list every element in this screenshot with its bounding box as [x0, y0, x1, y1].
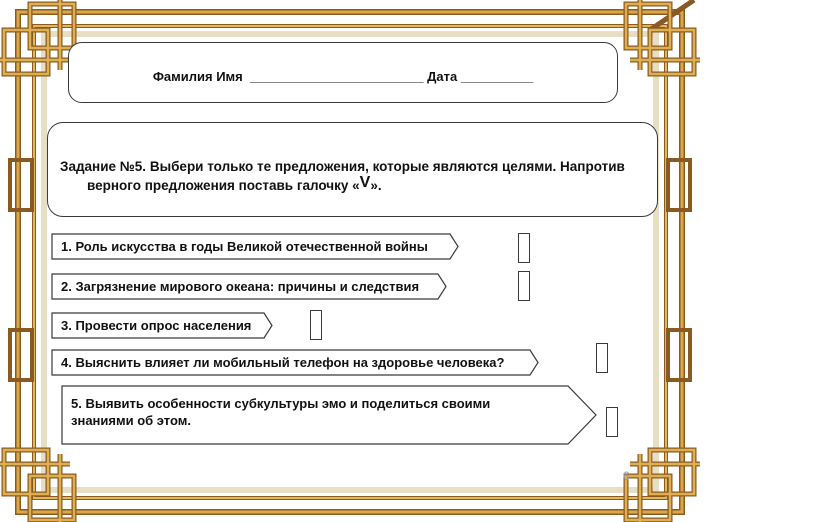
task-line-2: верного предложения поставь галочку «V».	[87, 174, 382, 193]
option-5-checkbox[interactable]	[606, 407, 618, 437]
check-mark-symbol: V	[359, 174, 371, 191]
task-box: Задание №5. Выбери только те предложения…	[47, 122, 658, 217]
option-3-checkbox[interactable]	[310, 310, 322, 340]
ornamental-frame	[0, 0, 700, 522]
option-1-text: 1. Роль искусства в годы Великой отечест…	[61, 239, 428, 254]
side-ornament-left	[8, 158, 34, 382]
date-label: Дата	[427, 69, 458, 84]
name-blank[interactable]: ________________________	[249, 69, 424, 84]
option-1-arrow: 1. Роль искусства в годы Великой отечест…	[51, 233, 459, 260]
task-line-1: Задание №5. Выбери только те предложения…	[60, 159, 625, 174]
option-5-text-line-2: знаниями об этом.	[71, 413, 191, 428]
option-2-text: 2. Загрязнение мирового океана: причины …	[61, 279, 420, 294]
page-number: 6	[623, 469, 630, 483]
option-3-arrow: 3. Провести опрос населения	[51, 312, 273, 339]
option-1-checkbox[interactable]	[518, 233, 530, 263]
date-blank[interactable]: __________	[460, 69, 534, 84]
option-3-text: 3. Провести опрос населения	[61, 318, 252, 333]
option-4-arrow: 4. Выяснить влияет ли мобильный телефон …	[51, 349, 539, 376]
name-label: Фамилия Имя	[152, 69, 243, 84]
option-2-arrow: 2. Загрязнение мирового океана: причины …	[51, 273, 447, 300]
arrow-shape	[51, 349, 539, 376]
name-date-line: Фамилия Имя ________________________ Дат…	[69, 69, 617, 84]
option-5-text-line-1: 5. Выявить особенности субкультуры эмо и…	[71, 396, 491, 411]
arrow-shape	[51, 312, 273, 339]
option-5-arrow: 5. Выявить особенности субкультуры эмо и…	[61, 385, 597, 445]
option-4-checkbox[interactable]	[596, 343, 608, 373]
side-ornament-right	[666, 158, 692, 382]
arrow-shape	[51, 233, 459, 260]
arrow-shape	[61, 385, 597, 445]
option-2-checkbox[interactable]	[518, 271, 530, 301]
arrow-shape	[51, 273, 447, 300]
option-4-text: 4. Выяснить влияет ли мобильный телефон …	[61, 355, 505, 370]
name-date-box: Фамилия Имя ________________________ Дат…	[68, 42, 618, 103]
task-instructions: Задание №5. Выбери только те предложения…	[60, 157, 650, 195]
